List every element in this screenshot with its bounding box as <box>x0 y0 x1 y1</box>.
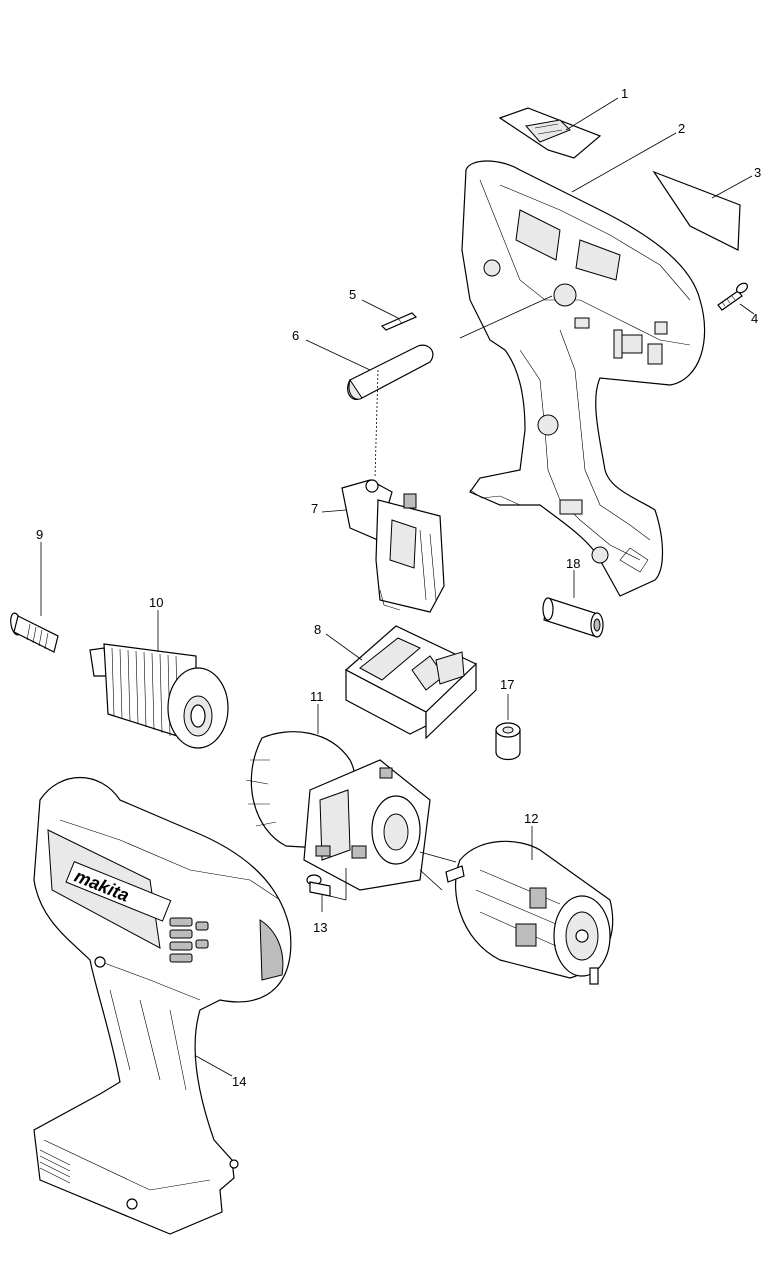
part-label-14: 14 <box>232 1074 246 1089</box>
part-label-3: 3 <box>754 165 761 180</box>
part-11-gear-assembly <box>245 731 431 891</box>
part-2-housing <box>461 160 706 597</box>
part-12-motor <box>445 840 614 985</box>
part-9-bolt <box>10 612 59 653</box>
part-label-7: 7 <box>311 501 318 516</box>
part-label-6: 6 <box>292 328 299 343</box>
part-17-bushing <box>495 722 521 761</box>
part-label-17: 17 <box>500 677 514 692</box>
part-6-switch-lever <box>347 344 434 400</box>
part-label-13: 13 <box>313 920 327 935</box>
part-5-spring <box>380 312 418 331</box>
part-7-switch <box>341 479 445 613</box>
part-label-11: 11 <box>310 689 324 704</box>
part-label-1: 1 <box>621 86 628 101</box>
part-label-4: 4 <box>751 311 758 326</box>
part-label-8: 8 <box>314 622 321 637</box>
part-label-2: 2 <box>678 121 685 136</box>
part-1-slide-cover <box>498 107 602 159</box>
button-panel <box>169 917 209 963</box>
vent-grille <box>39 1149 71 1184</box>
part-13-screw <box>306 874 331 897</box>
part-10-chuck <box>89 643 229 749</box>
part-4-screw <box>717 282 749 311</box>
part-labels: 1 2 3 4 5 6 7 8 9 10 11 12 13 14 17 18 <box>36 86 761 1089</box>
part-label-10: 10 <box>149 595 163 610</box>
part-label-12: 12 <box>524 811 538 826</box>
part-18-sleeve <box>542 597 604 638</box>
part-label-9: 9 <box>36 527 43 542</box>
part-8-terminal-block <box>344 625 478 740</box>
part-label-5: 5 <box>349 287 356 302</box>
leader-lines <box>40 97 755 1077</box>
part-3-label-plate <box>652 170 741 251</box>
part-14-housing-assembly: makita <box>33 777 292 1235</box>
part-label-18: 18 <box>566 556 580 571</box>
